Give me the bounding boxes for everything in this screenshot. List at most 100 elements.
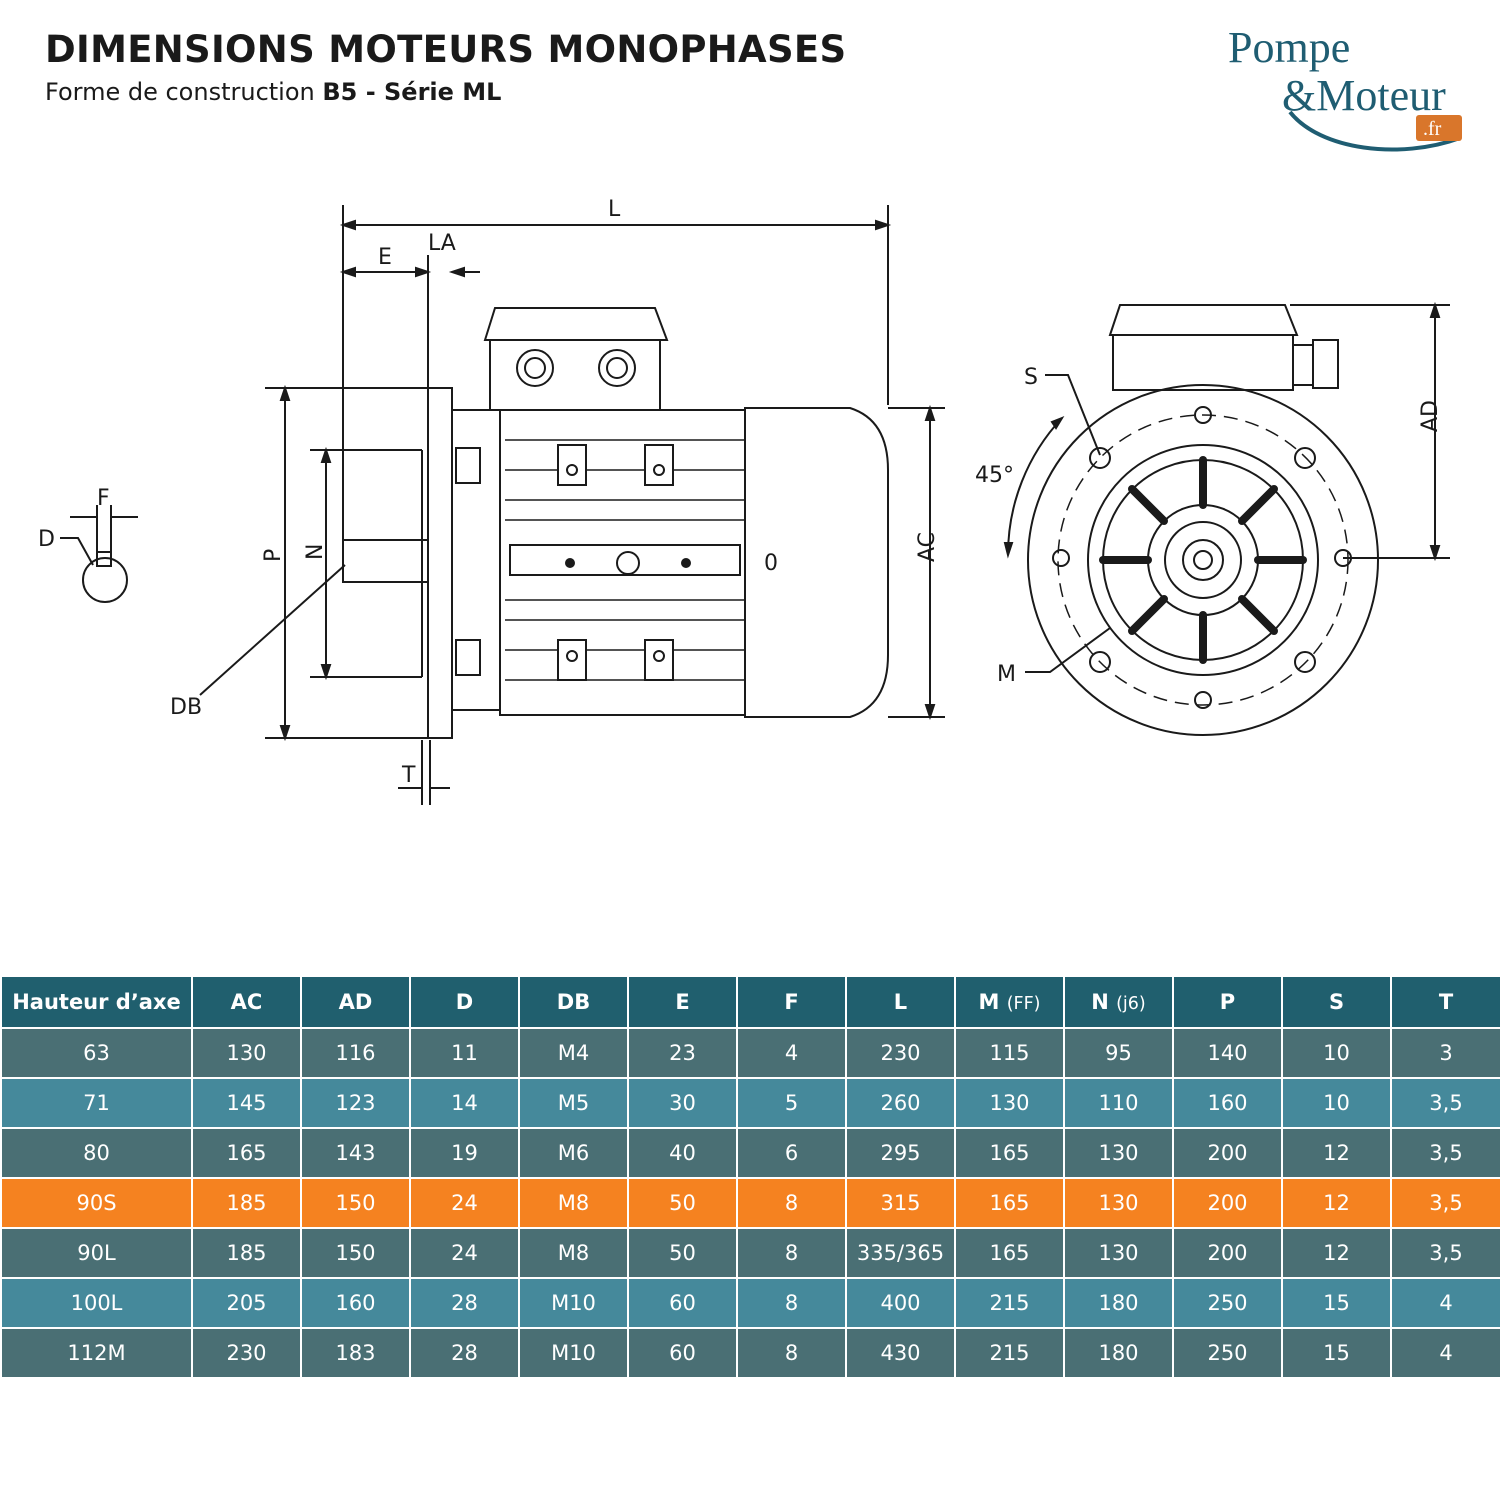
table-cell: 215	[954, 1327, 1065, 1379]
header-main: Hauteur d’axe	[12, 990, 181, 1014]
table-cell: 23	[627, 1027, 738, 1079]
table-cell: 116	[300, 1027, 411, 1079]
table-cell: 71	[0, 1077, 193, 1129]
table-cell: 10	[1281, 1027, 1392, 1079]
label-LA: LA	[428, 231, 456, 256]
table-cell: 110	[1063, 1077, 1174, 1129]
table-cell: 60	[627, 1277, 738, 1329]
table-cell: 200	[1172, 1177, 1283, 1229]
label-AD: AD	[1418, 400, 1443, 432]
table-cell: 165	[191, 1127, 302, 1179]
table-header-cell: Hauteur d’axe	[0, 975, 193, 1029]
table-cell: 50	[627, 1227, 738, 1279]
table-cell: 112M	[0, 1327, 193, 1379]
table-cell: 3	[1390, 1027, 1500, 1079]
table-cell: 4	[736, 1027, 847, 1079]
table-cell: 60	[627, 1327, 738, 1379]
header-main: E	[675, 990, 690, 1014]
label-M: M	[997, 662, 1016, 687]
table-cell: 145	[191, 1077, 302, 1129]
table-cell: 315	[845, 1177, 956, 1229]
table-cell: 3,5	[1390, 1077, 1500, 1129]
table-header-cell: E	[627, 975, 738, 1029]
shaft-key-detail	[60, 505, 138, 603]
table-cell: 123	[300, 1077, 411, 1129]
table-cell: 130	[191, 1027, 302, 1079]
table-cell: 80	[0, 1127, 193, 1179]
table-cell: 8	[736, 1327, 847, 1379]
motor-front-view	[1003, 301, 1450, 736]
header-main: L	[893, 990, 908, 1014]
table-cell: 160	[1172, 1077, 1283, 1129]
table-header-cell: M (FF)	[954, 975, 1065, 1029]
header-main: T	[1438, 990, 1454, 1014]
table-cell: 3,5	[1390, 1227, 1500, 1279]
label-S: S	[1024, 365, 1038, 390]
table-header-cell: T	[1390, 975, 1500, 1029]
table-cell: 15	[1281, 1327, 1392, 1379]
header-main: D	[455, 990, 474, 1014]
table-cell: 115	[954, 1027, 1065, 1079]
header-main: AC	[230, 990, 263, 1014]
subtitle-series: B5 - Série ML	[322, 78, 502, 106]
header-main: AD	[338, 990, 373, 1014]
table-cell: 150	[300, 1177, 411, 1229]
table-cell: 130	[1063, 1177, 1174, 1229]
table-cell: 10	[1281, 1077, 1392, 1129]
table-cell: 90S	[0, 1177, 193, 1229]
logo-line2: &Moteur	[1282, 71, 1446, 120]
table-cell: 295	[845, 1127, 956, 1179]
header-main: N	[1091, 990, 1109, 1014]
table-cell: 215	[954, 1277, 1065, 1329]
label-O: 0	[764, 551, 778, 576]
table-cell: 12	[1281, 1177, 1392, 1229]
page-subtitle: Forme de construction B5 - Série ML	[45, 78, 501, 106]
table-cell: 8	[736, 1277, 847, 1329]
label-P: P	[261, 549, 286, 562]
table-cell: 19	[409, 1127, 520, 1179]
table-cell: 12	[1281, 1127, 1392, 1179]
table-header-cell: AC	[191, 975, 302, 1029]
table-cell: M10	[518, 1277, 629, 1329]
table-cell: 165	[954, 1227, 1065, 1279]
label-F: F	[97, 486, 110, 511]
table-cell: 11	[409, 1027, 520, 1079]
table-cell: 150	[300, 1227, 411, 1279]
table-header-cell: S	[1281, 975, 1392, 1029]
table-cell: 180	[1063, 1277, 1174, 1329]
table-cell: 28	[409, 1277, 520, 1329]
table-cell: 100L	[0, 1277, 193, 1329]
table-cell: 260	[845, 1077, 956, 1129]
label-AC: AC	[915, 532, 940, 562]
table-cell: 8	[736, 1227, 847, 1279]
header-main: DB	[556, 990, 591, 1014]
table-cell: 400	[845, 1277, 956, 1329]
motor-side-view	[199, 205, 945, 805]
header-main: P	[1219, 990, 1236, 1014]
table-cell: 130	[1063, 1227, 1174, 1279]
table-header-cell: L	[845, 975, 956, 1029]
label-N: N	[303, 544, 328, 560]
table-cell: 63	[0, 1027, 193, 1079]
table-cell: 3,5	[1390, 1127, 1500, 1179]
table-header-cell: D	[409, 975, 520, 1029]
table-cell: 40	[627, 1127, 738, 1179]
table-cell: 3,5	[1390, 1177, 1500, 1229]
logo-suffix: .fr	[1423, 118, 1442, 140]
label-D: D	[38, 527, 55, 552]
table-cell: 130	[954, 1077, 1065, 1129]
table-header-cell: N (j6)	[1063, 975, 1174, 1029]
table-cell: 24	[409, 1177, 520, 1229]
table-cell: 12	[1281, 1227, 1392, 1279]
logo-swoosh	[1288, 110, 1461, 152]
table-cell: 160	[300, 1277, 411, 1329]
label-T: T	[401, 763, 416, 788]
table-cell: 8	[736, 1177, 847, 1229]
